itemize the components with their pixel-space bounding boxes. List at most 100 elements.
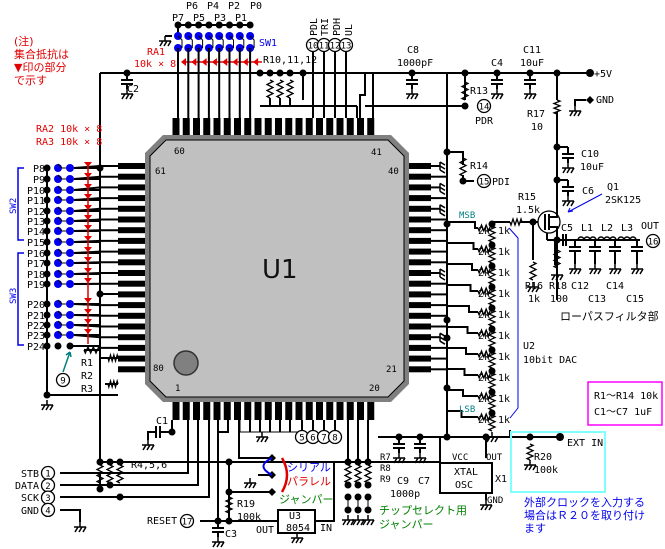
note: (注) 集合抵抗は ▼印の部分 で示す — [14, 34, 69, 87]
dac-2k-label: 2k — [478, 289, 490, 300]
u1-left-pin — [118, 173, 145, 180]
junction-node — [526, 433, 534, 441]
dip-switch-lever — [57, 216, 66, 222]
port-label: P15 — [27, 238, 45, 249]
u1-right-pin — [409, 195, 431, 202]
chip-select-jumper-label: チップセレクト用 — [379, 504, 467, 517]
dip-switch-lever — [57, 330, 66, 336]
ground-icon — [439, 268, 446, 281]
note-line: (注) — [14, 34, 34, 48]
dac-node — [488, 346, 496, 354]
c11-label: C11 — [523, 45, 541, 56]
c9-value: 1000p — [390, 489, 420, 500]
dac-input-line — [447, 305, 478, 313]
note-line: で示す — [14, 74, 47, 87]
u1-right-pin — [409, 227, 431, 234]
ground-icon — [159, 36, 172, 47]
u1-top-pin — [244, 118, 252, 135]
signal-terminal-number: 12 — [330, 42, 341, 52]
dac-input-line — [447, 263, 478, 271]
dac-1k-label: 1k — [498, 289, 510, 300]
dac-node — [488, 283, 496, 291]
u1-right-pin — [409, 163, 431, 169]
u1-right-pin — [409, 173, 431, 180]
pin-number-80: 80 — [153, 364, 164, 374]
port-line — [73, 303, 118, 307]
ground-icon — [121, 89, 134, 100]
signal-tri: TRI — [320, 18, 331, 36]
resistor-array-arrow-icon — [222, 58, 228, 66]
c14-label: C14 — [606, 281, 624, 292]
port-line — [73, 314, 118, 317]
u1-bottom-pin — [346, 402, 354, 420]
u3-in-label: IN — [320, 523, 332, 534]
ext-in-label: EXT IN — [567, 438, 603, 449]
junction-node — [43, 280, 51, 288]
dip-switch-lever — [57, 279, 66, 285]
port-line — [73, 207, 118, 212]
sw1-label: SW1 — [259, 38, 277, 49]
ra1-label: RA1 — [147, 47, 165, 58]
port-label-p1: P1 — [235, 13, 247, 24]
junction-node — [54, 342, 62, 350]
sw1-lever — [249, 35, 255, 48]
r2-label: R2 — [81, 371, 93, 382]
r19-label: R19 — [237, 499, 255, 510]
cs-lines — [347, 420, 369, 462]
resistor-array-arrow-icon — [253, 58, 259, 66]
sw2-label: SW2 — [9, 198, 19, 214]
dip-switch-contact — [66, 311, 74, 319]
dip-switch-lever — [57, 206, 66, 212]
c5-label: C5 — [561, 223, 573, 234]
u1-bottom-pin — [326, 402, 334, 420]
out-label: OUT — [641, 221, 659, 232]
osc-label-2: OSC — [455, 480, 473, 491]
out-terminal — [645, 233, 661, 249]
jumper-pin — [268, 488, 276, 496]
u1-top-pin — [182, 118, 190, 135]
dac-input-line — [447, 410, 478, 418]
u1-top-pin — [346, 118, 354, 135]
dip-switch-contact — [54, 311, 62, 319]
dac-2k-label: 2k — [478, 373, 490, 384]
port-label: P23 — [27, 331, 45, 342]
r16-value: 1k — [528, 294, 540, 305]
serial-jumper-wire — [262, 457, 273, 476]
junction-node — [364, 481, 372, 489]
pin9-pointer — [62, 351, 72, 373]
resistor-array-arrow-icon — [242, 58, 248, 66]
input-terminal-number: 4 — [45, 506, 50, 516]
junction-node — [461, 102, 469, 110]
ground-icon — [439, 332, 446, 345]
junction-node — [215, 21, 223, 29]
port-line — [73, 250, 118, 254]
junction-node — [43, 186, 51, 194]
dac-node — [488, 388, 496, 396]
dip-switch-lever — [57, 320, 66, 326]
ground-icon — [393, 453, 406, 464]
resistor-array-arrow-icon — [201, 58, 207, 66]
pin-number-40: 40 — [388, 167, 399, 177]
reset-terminal-number: 17 — [182, 518, 193, 528]
u1-right-pin — [409, 323, 431, 330]
junction-node — [106, 458, 114, 466]
r4-5-6-label: R4,5,6 — [131, 460, 167, 471]
ground-icon — [291, 533, 304, 544]
capacitor-icon — [569, 240, 581, 256]
port-line — [73, 186, 118, 191]
resistor-icon — [528, 261, 538, 281]
input-terminal-number: 2 — [45, 482, 50, 492]
port-label: P9 — [33, 175, 45, 186]
resistor-icon — [552, 99, 562, 115]
dip-switch-lever — [57, 310, 66, 316]
dac-input-line — [447, 221, 478, 229]
pdr-wire — [365, 73, 466, 107]
port-label: P17 — [27, 259, 45, 270]
capacitor-icon — [524, 73, 536, 89]
u1-right-pin — [409, 259, 431, 266]
junction-node — [106, 481, 114, 489]
port-label: P10 — [27, 186, 45, 197]
q1-pointer-arrow — [567, 193, 603, 213]
port-line — [73, 175, 118, 180]
stb-label: STB — [21, 469, 39, 480]
